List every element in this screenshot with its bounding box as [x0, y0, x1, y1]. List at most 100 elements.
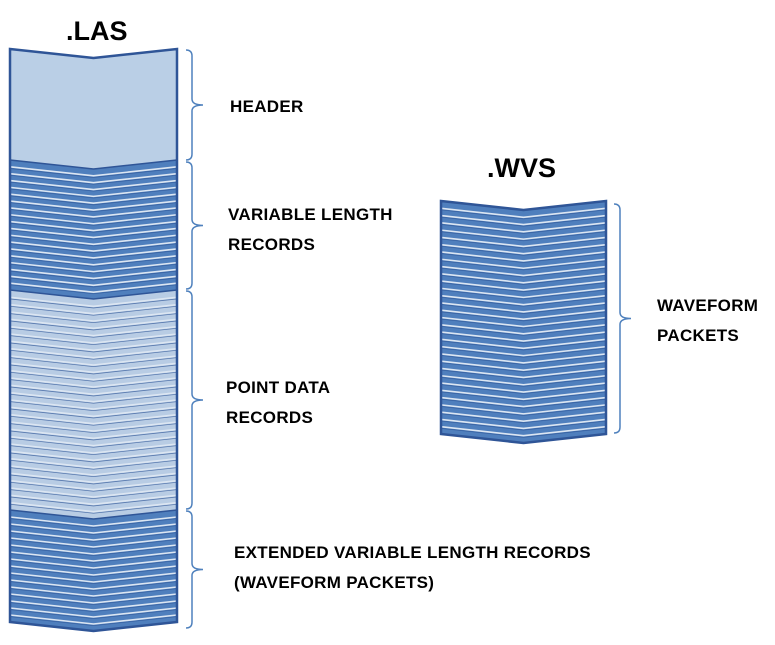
wvs-packets-record-line [440, 258, 607, 270]
wvs-packets-record-shadow [440, 267, 607, 278]
las-vlr-record-line [9, 213, 178, 225]
las-vlr-record-shadow [9, 222, 178, 233]
wvs-packets-record-line [440, 418, 607, 430]
las-vlr-record-shadow [9, 263, 178, 274]
wvs-packets-record-line [440, 425, 607, 437]
las-pdr-record-shadow [9, 430, 178, 441]
las-evlr-record-shadow [9, 588, 178, 599]
wvs-packets-record-line [440, 222, 607, 233]
las-vlr-record-line [9, 186, 178, 198]
las-pdr-record-line [9, 384, 178, 396]
evlr-label: EXTENDED VARIABLE LENGTH RECORDS (WAVEFO… [234, 538, 591, 598]
las-evlr-record-shadow [9, 525, 178, 536]
las-pdr-record-line [9, 377, 178, 388]
vlr-label-line-1: VARIABLE LENGTH [228, 205, 393, 224]
las-evlr-record-line [9, 544, 178, 555]
las-evlr-record-line [9, 530, 178, 541]
wvs-packets-record-shadow [440, 384, 607, 395]
wvs-packets-record-shadow [440, 340, 607, 351]
wvs-packets-record-shadow [440, 376, 607, 387]
wvs-packets-record-shadow [440, 209, 607, 220]
las-pdr-record-shadow [9, 496, 178, 507]
waveform-packets-label: WAVEFORM PACKETS [657, 291, 758, 351]
vlr-label-line-2: RECORDS [228, 235, 316, 254]
wvs-packets-record-line [440, 316, 607, 328]
las-vlr-record-shadow [9, 202, 178, 213]
las-pdr-record-line [9, 347, 178, 359]
wvs-packets-record-line [440, 360, 607, 371]
las-vlr-record-shadow [9, 181, 178, 192]
las-vlr-record-line [9, 254, 178, 266]
wvs-packets-record-line [440, 302, 607, 313]
las-vlr-record-shadow [9, 229, 178, 240]
las-evlr-record-shadow [9, 602, 178, 613]
las-vlr-section [10, 160, 177, 299]
wvs-packets-record-shadow [440, 311, 607, 322]
wvs-packets-record-shadow [440, 260, 607, 271]
las-evlr-record-line [9, 600, 178, 611]
wvs-packets-record-line [440, 345, 607, 357]
las-pdr-record-line [9, 413, 178, 425]
wvs-packets-record-shadow [440, 325, 607, 336]
wvs-packets-record-line [440, 273, 607, 284]
las-vlr-record-shadow [9, 209, 178, 219]
las-vlr-record-shadow [9, 195, 178, 206]
wvs-packets-record-line [440, 265, 607, 277]
wvs-packets-record-shadow [440, 238, 607, 249]
wvs-packets-record-shadow [440, 333, 607, 344]
las-file-title: .LAS [66, 16, 128, 46]
las-pdr-record-line [9, 450, 178, 462]
wvs-packets-record-line [440, 411, 607, 422]
wvs-packets-record-line [440, 382, 607, 393]
las-pdr-record-line [9, 421, 178, 432]
wvs-packets-record-shadow [440, 296, 607, 307]
las-evlr-record-line [9, 593, 178, 604]
las-vlr-record-shadow [9, 174, 178, 185]
las-evlr-record-shadow [9, 518, 178, 529]
las-pdr-record-line [9, 494, 178, 506]
las-evlr-record-line [9, 516, 178, 527]
las-pdr-record-shadow [9, 445, 178, 456]
las-evlr-record-line [9, 551, 178, 562]
wvs-packets-record-shadow [440, 420, 607, 431]
las-vlr-record-shadow [9, 188, 178, 199]
wvs-packets-record-shadow [440, 391, 607, 402]
las-section-boundary [9, 509, 178, 520]
las-evlr-record-shadow [9, 560, 178, 571]
las-evlr-record-line [9, 579, 178, 590]
wvs-packets-record-shadow [440, 427, 607, 438]
las-pdr-record-shadow [9, 459, 178, 470]
las-pdr-record-line [9, 362, 178, 374]
wvs-packets-record-line [440, 389, 607, 401]
las-evlr-record-shadow [9, 595, 178, 606]
las-evlr-record-shadow [9, 574, 178, 585]
las-vlr-record-line [9, 172, 178, 184]
las-evlr-section [10, 510, 177, 631]
las-evlr-record-line [9, 558, 178, 569]
las-vlr-record-line [9, 220, 178, 232]
las-pdr-record-shadow [9, 313, 178, 324]
las-pdr-record-shadow [9, 364, 178, 375]
wvs-packets-record-shadow [440, 406, 607, 416]
waveform-packets-brace [613, 203, 632, 434]
wvs-packets-record-shadow [440, 253, 607, 263]
las-pdr-record-shadow [9, 305, 178, 316]
wvs-packets-record-line [440, 323, 607, 335]
las-vlr-record-line [9, 193, 178, 205]
wvs-packets-record-line [440, 251, 607, 262]
las-vlr-record-shadow [9, 168, 178, 178]
las-pdr-record-shadow [9, 379, 178, 390]
las-evlr-record-shadow [9, 616, 178, 627]
las-vlr-record-line [9, 282, 178, 293]
pdr-brace [185, 290, 204, 510]
wvs-packets-record-line [440, 374, 607, 386]
las-pdr-record-line [9, 406, 178, 418]
las-vlr-record-line [9, 241, 178, 252]
evlr-label-line-1: EXTENDED VARIABLE LENGTH RECORDS [234, 543, 591, 562]
wvs-file-outline [439, 199, 608, 445]
wvs-packets-record-line [440, 287, 607, 299]
wvs-packets-record-line [440, 396, 607, 408]
header-label: HEADER [230, 92, 304, 122]
